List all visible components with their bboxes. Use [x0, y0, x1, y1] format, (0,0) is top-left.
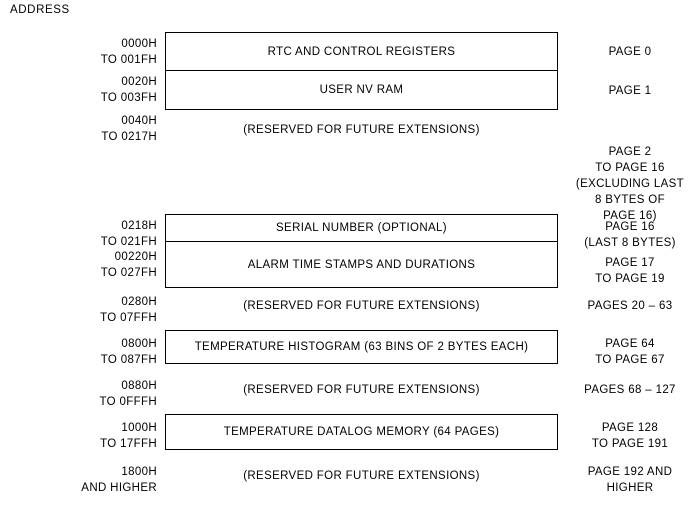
- region-reserved-0040: (RESERVED FOR FUTURE EXTENSIONS): [165, 122, 558, 138]
- region-label-temperature-datalog-memory: TEMPERATURE DATALOG MEMORY (64 PAGES): [223, 426, 500, 438]
- region-temperature-histogram: TEMPERATURE HISTOGRAM (63 BINS OF 2 BYTE…: [165, 330, 558, 364]
- region-label-reserved-0280: (RESERVED FOR FUTURE EXTENSIONS): [243, 300, 480, 312]
- address-label-reserved-0280: 0280H TO 07FFH: [100, 296, 157, 324]
- region-label-rtc-and-control-registers: RTC AND CONTROL REGISTERS: [267, 45, 456, 58]
- address-label-temperature-datalog-memory: 1000H TO 17FFH: [100, 422, 157, 450]
- address-caption: ADDRESS: [10, 4, 70, 16]
- address-label-temperature-histogram: 0800H TO 087FH: [100, 338, 157, 366]
- region-alarm-time-stamps-and-durations: ALARM TIME STAMPS AND DURATIONS: [165, 242, 558, 288]
- region-label-reserved-1800: (RESERVED FOR FUTURE EXTENSIONS): [243, 470, 480, 482]
- page-label-temperature-datalog-memory: PAGE 128 TO PAGE 191: [591, 422, 669, 450]
- page-label-alarm-time-stamps-and-durations: PAGE 17 TO PAGE 19: [595, 257, 665, 285]
- region-label-alarm-time-stamps-and-durations: ALARM TIME STAMPS AND DURATIONS: [247, 258, 476, 271]
- page-label-reserved-0040: PAGE 2 TO PAGE 16 (EXCLUDING LAST 8 BYTE…: [575, 146, 685, 222]
- region-user-nv-ram: USER NV RAM: [165, 71, 558, 110]
- region-label-temperature-histogram: TEMPERATURE HISTOGRAM (63 BINS OF 2 BYTE…: [194, 341, 529, 353]
- address-label-reserved-0880: 0880H TO 0FFFH: [99, 380, 157, 408]
- address-label-reserved-0040: 0040H TO 0217H: [101, 115, 157, 143]
- region-serial-number: SERIAL NUMBER (OPTIONAL): [165, 214, 558, 242]
- page-label-reserved-1800: PAGE 192 AND HIGHER: [587, 466, 673, 494]
- region-reserved-0880: (RESERVED FOR FUTURE EXTENSIONS): [165, 382, 558, 398]
- region-label-serial-number: SERIAL NUMBER (OPTIONAL): [276, 222, 447, 234]
- page-label-rtc-and-control-registers: PAGE 0: [608, 46, 652, 58]
- region-label-reserved-0880: (RESERVED FOR FUTURE EXTENSIONS): [243, 384, 480, 396]
- address-label-alarm-time-stamps-and-durations: 00220H TO 027FH: [100, 251, 157, 279]
- address-label-user-nv-ram: 0020H TO 003FH: [100, 76, 157, 104]
- region-rtc-and-control-registers: RTC AND CONTROL REGISTERS: [165, 32, 558, 71]
- region-temperature-datalog-memory: TEMPERATURE DATALOG MEMORY (64 PAGES): [165, 414, 558, 450]
- page-label-temperature-histogram: PAGE 64 TO PAGE 67: [595, 338, 665, 366]
- region-label-reserved-0040: (RESERVED FOR FUTURE EXTENSIONS): [243, 124, 480, 136]
- page-label-serial-number: PAGE 16 (LAST 8 BYTES): [584, 221, 676, 249]
- address-label-reserved-1800: 1800H AND HIGHER: [81, 466, 157, 494]
- page-label-user-nv-ram: PAGE 1: [608, 85, 652, 97]
- region-reserved-0280: (RESERVED FOR FUTURE EXTENSIONS): [165, 298, 558, 314]
- region-label-user-nv-ram: USER NV RAM: [319, 84, 404, 96]
- page-label-reserved-0280: PAGES 20 – 63: [587, 300, 673, 312]
- address-label-serial-number: 0218H TO 021FH: [100, 220, 157, 248]
- address-label-rtc-and-control-registers: 0000H TO 001FH: [100, 38, 157, 66]
- page-label-reserved-0880: PAGES 68 – 127: [584, 384, 676, 396]
- region-reserved-1800: (RESERVED FOR FUTURE EXTENSIONS): [165, 468, 558, 484]
